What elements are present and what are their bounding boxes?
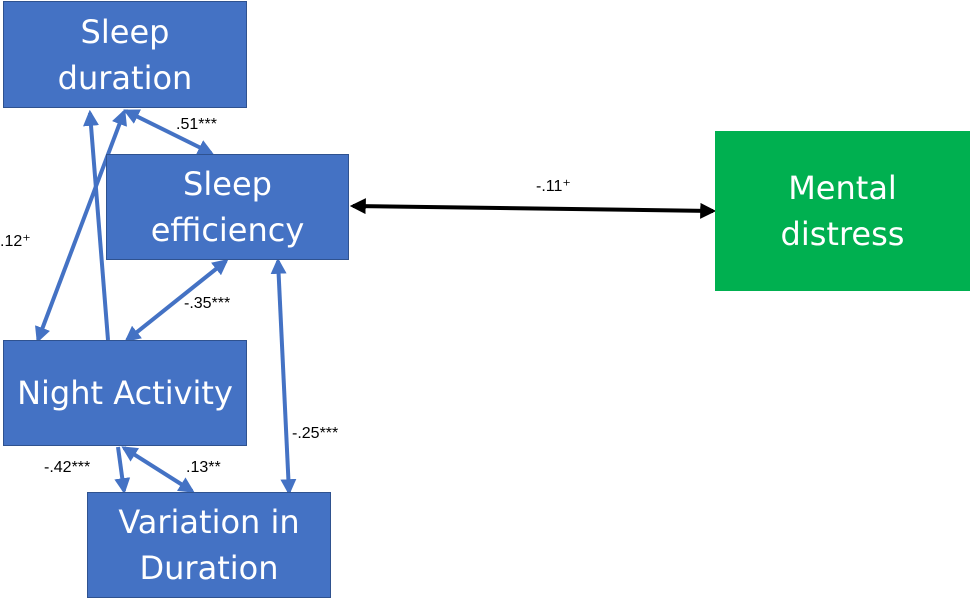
label-efficiency-mental: -.11⁺	[536, 178, 571, 195]
node-variation-line1: Variation in	[118, 503, 300, 541]
arrow-duration-night	[35, 109, 127, 343]
arrow-duration-efficiency	[123, 109, 214, 155]
arrow-efficiency-variation	[270, 257, 297, 496]
node-sleep-duration-line1: Sleep	[80, 12, 170, 51]
node-variation-in-duration: Variation in Duration	[87, 492, 331, 598]
node-sleep-duration-line2: duration	[57, 58, 193, 97]
label-duration-efficiency: .51***	[176, 116, 217, 133]
node-sleep-efficiency-line1: Sleep	[183, 165, 272, 203]
node-mental-distress: Mental distress	[715, 131, 970, 291]
arrow-night-variation-b	[121, 446, 195, 493]
label-night-variation-a: -.42***	[44, 459, 91, 476]
node-sleep-efficiency: Sleep efficiency	[106, 154, 349, 260]
arrow-efficiency-night	[124, 259, 229, 342]
arrow-night-variation-a	[114, 446, 131, 495]
node-sleep-efficiency-line2: efficiency	[150, 211, 305, 249]
arrow-efficiency-mental	[349, 198, 717, 219]
label-efficiency-night: -.35***	[184, 295, 231, 312]
node-mental-distress-line2: distress	[780, 215, 905, 253]
node-sleep-duration: Sleep duration	[3, 1, 247, 108]
node-night-activity-line1: Night Activity	[17, 374, 233, 412]
node-night-activity: Night Activity	[3, 340, 247, 446]
label-efficiency-variation: -.25***	[292, 425, 339, 442]
label-night-variation-b: .13**	[186, 459, 221, 476]
label-duration-night: .12⁺	[0, 233, 31, 250]
arrow-night-duration	[83, 109, 110, 341]
node-variation-line2: Duration	[139, 549, 279, 587]
node-mental-distress-line1: Mental	[788, 169, 897, 207]
